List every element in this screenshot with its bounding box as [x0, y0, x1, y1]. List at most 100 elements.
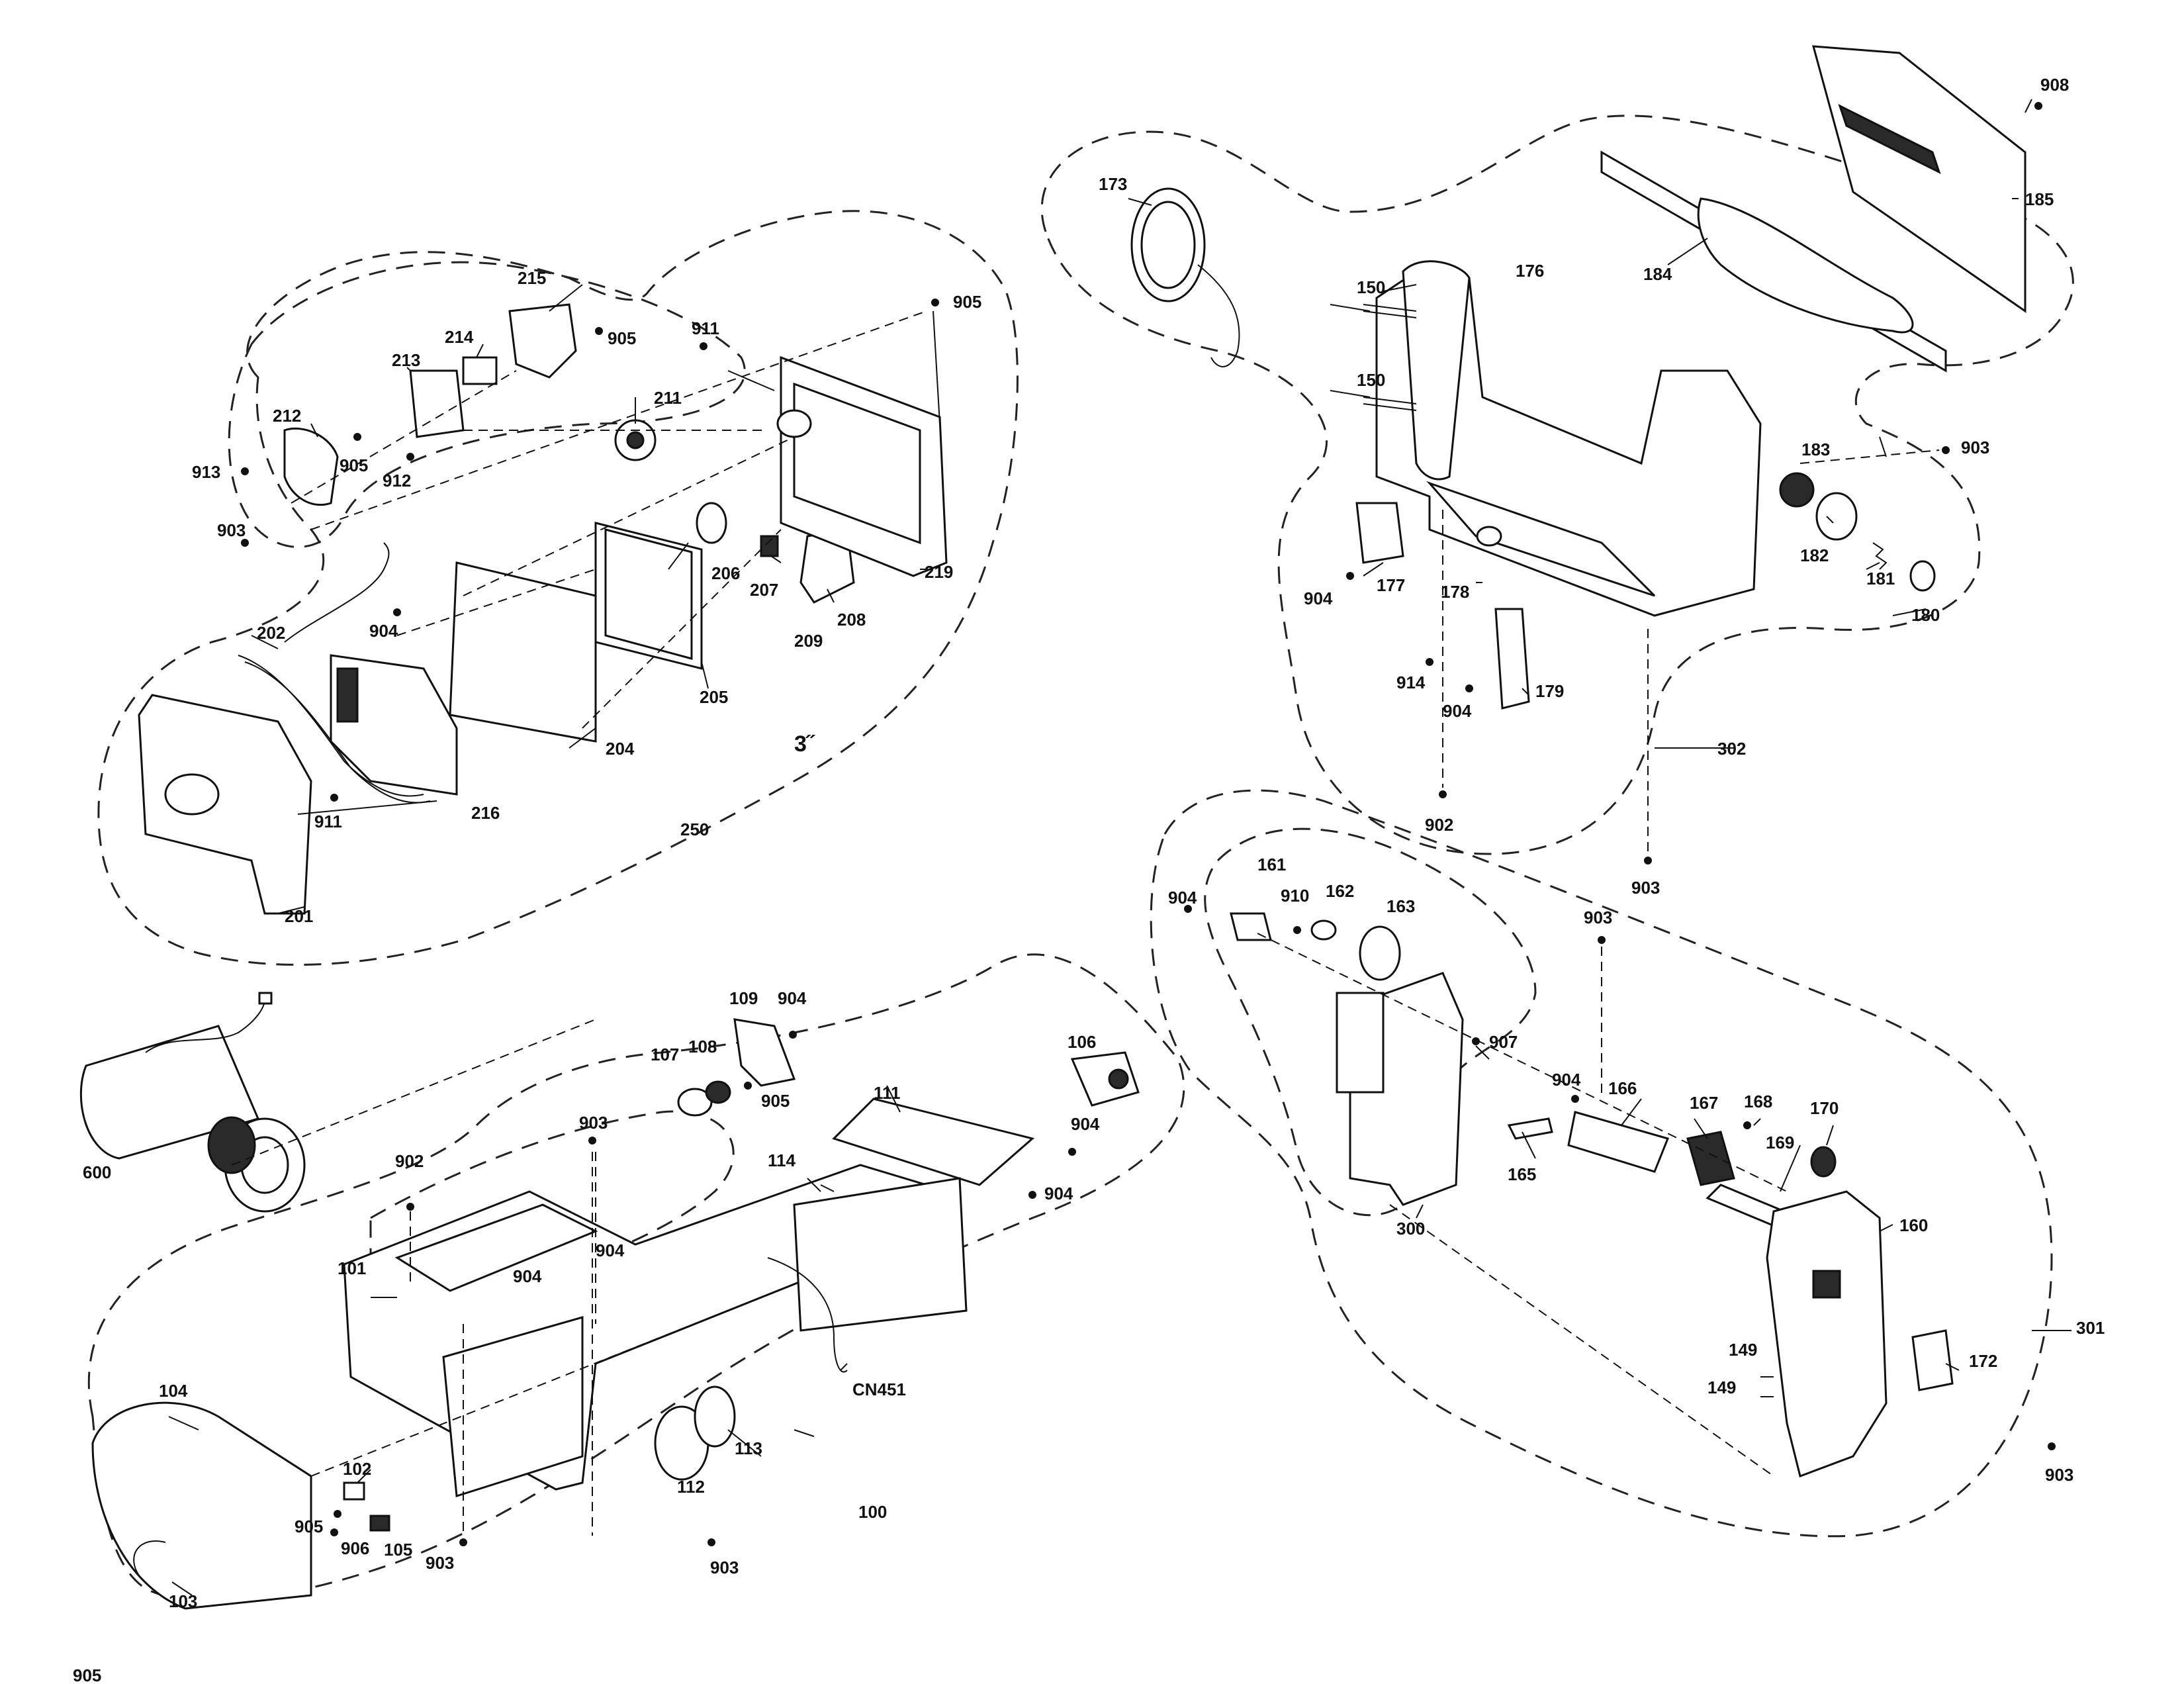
part-179-hinge [1494, 608, 1530, 710]
label-185: 185 [2025, 189, 2054, 209]
screw-902b [406, 1203, 414, 1211]
label-184: 184 [1643, 264, 1672, 284]
label-182: 182 [1800, 545, 1829, 565]
label-904g: 904 [1168, 888, 1197, 908]
label-903d: 903 [426, 1553, 454, 1573]
label-906: 906 [341, 1538, 369, 1558]
label-180: 180 [1911, 605, 1940, 625]
label-911a: 911 [692, 318, 719, 338]
dash-lines-100 [231, 1019, 795, 1536]
label-167: 167 [1690, 1093, 1718, 1113]
part-216-bracket [330, 654, 458, 796]
label-108: 108 [688, 1037, 717, 1056]
part-103-arc [133, 1540, 166, 1576]
label-904b: 904 [778, 988, 807, 1008]
screw-903f [1644, 857, 1652, 865]
label-903e: 903 [1961, 438, 1989, 457]
dash-lines-302 [1442, 449, 1940, 854]
part-111-board [832, 1098, 1035, 1186]
part-166-bracket [1567, 1111, 1670, 1173]
label-213: 213 [392, 350, 420, 370]
part-163-gear [1359, 925, 1401, 981]
part-150-rod-bottom [1363, 397, 1417, 411]
label-205: 205 [700, 687, 728, 707]
part-170-gear [1810, 1146, 1837, 1178]
label-cn451: CN451 [852, 1380, 906, 1399]
label-107: 107 [651, 1045, 679, 1064]
label-903a: 903 [217, 520, 246, 540]
label-904c: 904 [1071, 1114, 1100, 1134]
group-outline-302 [1040, 115, 2074, 855]
part-109-bracket [733, 1018, 796, 1087]
part-113-disc [694, 1385, 736, 1448]
part-167-slider [1686, 1131, 1735, 1186]
screw-906 [330, 1528, 338, 1536]
label-102: 102 [343, 1459, 371, 1479]
label-207: 207 [750, 580, 778, 600]
group-outline-100 [87, 953, 1185, 1603]
screw-905a [595, 327, 603, 335]
label-103: 103 [169, 1591, 197, 1611]
part-600-wire [145, 999, 265, 1053]
label-178: 178 [1441, 582, 1469, 602]
label-904d: 904 [1044, 1184, 1073, 1203]
label-162: 162 [1326, 881, 1354, 901]
label-3: 3˝ [794, 731, 815, 757]
part-180-button [1909, 560, 1936, 592]
label-905e: 905 [295, 1517, 323, 1536]
part-182-knob [1815, 492, 1858, 541]
label-250: 250 [680, 819, 709, 839]
part-181-spring [1872, 542, 1888, 570]
part-201-panel [138, 694, 312, 915]
part-214-plate [462, 356, 498, 385]
screw-904g [1184, 905, 1192, 913]
label-600: 600 [83, 1162, 111, 1182]
label-201: 201 [285, 906, 313, 926]
part-185-door [1811, 45, 2026, 313]
part-162-washer [1310, 919, 1337, 941]
label-905a: 905 [608, 328, 636, 348]
part-102-clip [343, 1481, 365, 1501]
part-211-knob-inner [626, 431, 645, 449]
screw-905e [334, 1510, 341, 1518]
screw-903c [707, 1538, 715, 1546]
part-185-window [1838, 104, 1941, 174]
dash-lines-301 [1257, 933, 1788, 1477]
label-903f: 903 [1631, 878, 1660, 898]
screw-903a [241, 539, 249, 547]
part-173-strap [1197, 264, 1240, 367]
part-201-recess [164, 773, 220, 816]
label-149b: 149 [1707, 1378, 1736, 1397]
label-209: 209 [794, 631, 823, 651]
part-106-knob [1108, 1068, 1129, 1090]
label-150b: 150 [1357, 370, 1385, 390]
label-904e: 904 [1304, 588, 1333, 608]
screw-913 [241, 467, 249, 475]
label-169: 169 [1766, 1133, 1794, 1152]
screw-905d [744, 1082, 752, 1090]
part-cn451-cable [767, 1257, 848, 1373]
screw-902a [1439, 790, 1447, 798]
part-212-cover [283, 427, 339, 506]
label-105: 105 [384, 1540, 412, 1560]
label-112: 112 [677, 1477, 705, 1497]
label-905d: 905 [761, 1091, 790, 1111]
label-904j: 904 [596, 1240, 625, 1260]
screw-905c [353, 433, 361, 441]
label-914: 914 [1396, 673, 1426, 692]
part-183-disc [1779, 472, 1815, 508]
leader-lines-302 [1128, 99, 2032, 749]
part-176-strap [1402, 260, 1471, 481]
label-912: 912 [383, 471, 411, 491]
screw-904f [1465, 684, 1473, 692]
label-903b: 903 [579, 1113, 608, 1133]
part-108-ring [705, 1080, 731, 1104]
leader-lines-100 [168, 1085, 901, 1596]
part-114-pcb [793, 1177, 968, 1332]
screw-903h [2048, 1442, 2056, 1450]
part-184-pad [1697, 197, 1914, 334]
screw-910 [1293, 926, 1301, 934]
part-219-frame-inner [793, 382, 921, 545]
part-207-block [760, 535, 779, 557]
label-904i: 904 [513, 1266, 542, 1286]
